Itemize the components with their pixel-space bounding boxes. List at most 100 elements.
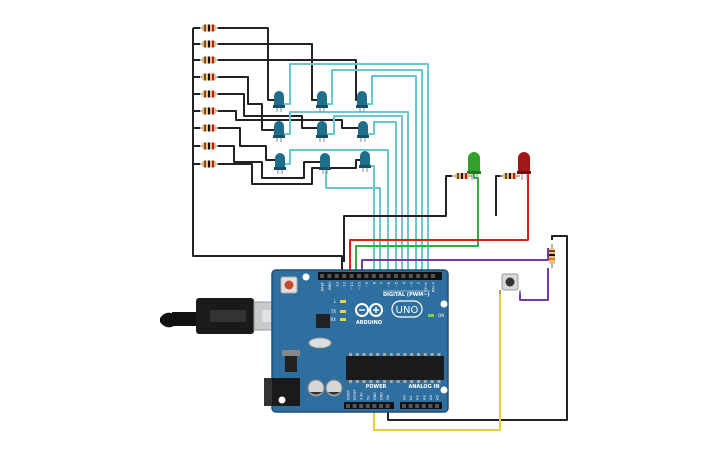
resistor[interactable] bbox=[200, 107, 218, 115]
signal-wire-2[interactable] bbox=[326, 69, 423, 276]
led-wire-7[interactable] bbox=[218, 127, 276, 161]
reset-button[interactable] bbox=[280, 276, 298, 294]
digital-pin[interactable] bbox=[349, 274, 354, 278]
model-label: UNO bbox=[396, 305, 419, 316]
digital-pin[interactable] bbox=[334, 274, 339, 278]
led-wire-1[interactable] bbox=[218, 27, 276, 101]
digital-pin-label: AREF bbox=[321, 282, 325, 291]
digital-pin[interactable] bbox=[386, 274, 391, 278]
resistor[interactable] bbox=[200, 73, 218, 81]
signal-wire-1[interactable] bbox=[282, 63, 429, 276]
ground-wire[interactable] bbox=[192, 28, 343, 276]
power-pin[interactable] bbox=[352, 404, 357, 408]
red-led[interactable] bbox=[517, 152, 531, 180]
power-pin[interactable] bbox=[346, 404, 350, 408]
digital-pin[interactable] bbox=[320, 274, 324, 278]
resistor[interactable] bbox=[200, 24, 218, 32]
button-ground-wire[interactable] bbox=[387, 235, 568, 421]
green-led-ground-wire[interactable] bbox=[343, 175, 452, 262]
arduino-logo: ARDUINO UNO bbox=[355, 300, 423, 326]
green-led-resistor[interactable] bbox=[452, 173, 472, 179]
resistor[interactable] bbox=[200, 124, 218, 132]
digital-pin[interactable] bbox=[394, 274, 398, 278]
led-wire-4[interactable] bbox=[218, 76, 274, 131]
digital-pin[interactable] bbox=[401, 274, 406, 278]
blue-led[interactable] bbox=[319, 153, 331, 174]
led-label-l: L bbox=[334, 299, 337, 304]
digital-pin[interactable] bbox=[379, 274, 384, 278]
digital-pin-label: RX←0 bbox=[432, 281, 436, 292]
power-pin[interactable] bbox=[379, 404, 383, 408]
blue-led[interactable] bbox=[273, 121, 285, 142]
blue-led[interactable] bbox=[274, 153, 286, 174]
pushbutton[interactable] bbox=[499, 273, 521, 294]
resistor-lead-wire[interactable] bbox=[193, 27, 200, 165]
led-wire-5[interactable] bbox=[218, 93, 318, 129]
power-pin[interactable] bbox=[365, 404, 370, 408]
analog-pin[interactable] bbox=[421, 404, 426, 408]
onboard-leds: L TX RX bbox=[330, 299, 346, 322]
button-signal-wire[interactable] bbox=[361, 248, 549, 276]
bottom-pin-sockets[interactable] bbox=[346, 404, 439, 408]
signal-wire-7[interactable] bbox=[282, 149, 389, 276]
signal-wire-4[interactable] bbox=[282, 111, 409, 276]
signal-wire-3[interactable] bbox=[366, 75, 417, 276]
digital-pin[interactable] bbox=[342, 274, 347, 278]
red-led-ground-wire[interactable] bbox=[495, 175, 502, 216]
analog-pin-label: A0 bbox=[403, 395, 407, 400]
power-pin-label: GND bbox=[380, 392, 384, 400]
resistor[interactable] bbox=[200, 160, 218, 168]
led-wire-6[interactable] bbox=[218, 110, 358, 129]
blue-led[interactable] bbox=[359, 151, 371, 172]
digital-pin[interactable] bbox=[357, 274, 361, 278]
digital-pin[interactable] bbox=[371, 274, 376, 278]
resistor[interactable] bbox=[200, 56, 218, 64]
digital-pin[interactable] bbox=[423, 274, 428, 278]
led-wire-9[interactable] bbox=[218, 159, 362, 185]
power-pin[interactable] bbox=[385, 404, 390, 408]
analog-pin[interactable] bbox=[428, 404, 433, 408]
analog-pin[interactable] bbox=[415, 404, 420, 408]
power-pin-label: 5V bbox=[366, 395, 370, 400]
blue-led[interactable] bbox=[357, 121, 369, 142]
power-pin-label: RESET bbox=[353, 388, 357, 400]
resistor[interactable] bbox=[200, 90, 218, 98]
5v-wire[interactable] bbox=[373, 290, 501, 431]
blue-led-grid bbox=[273, 91, 371, 174]
analog-pin[interactable] bbox=[408, 404, 413, 408]
button-pulldown-wire[interactable] bbox=[519, 268, 549, 301]
blue-led[interactable] bbox=[356, 91, 368, 112]
blue-led[interactable] bbox=[316, 121, 328, 142]
resistor[interactable] bbox=[200, 40, 218, 48]
analog-header-label: ANALOG IN bbox=[408, 384, 439, 390]
led-wire-8[interactable] bbox=[218, 145, 320, 179]
atmega-chip bbox=[346, 353, 444, 383]
signal-wire-5[interactable] bbox=[326, 115, 403, 276]
resistor[interactable] bbox=[200, 142, 218, 150]
regulator bbox=[285, 356, 297, 372]
digital-pin[interactable] bbox=[416, 274, 421, 278]
digital-pin[interactable] bbox=[408, 274, 413, 278]
digital-pin[interactable] bbox=[364, 274, 369, 278]
pulldown-resistor[interactable] bbox=[549, 244, 555, 268]
power-pin[interactable] bbox=[359, 404, 364, 408]
analog-pin[interactable] bbox=[402, 404, 406, 408]
red-led-resistor[interactable] bbox=[500, 173, 520, 179]
signal-wire-6[interactable] bbox=[366, 121, 397, 276]
blue-led[interactable] bbox=[273, 91, 285, 112]
digital-pin[interactable] bbox=[327, 274, 332, 278]
signal-wire-8[interactable] bbox=[325, 166, 381, 276]
power-pin[interactable] bbox=[372, 404, 377, 408]
digital-pin-label: ~9 bbox=[365, 281, 369, 287]
digital-header-label: DIGITAL (PWM~) bbox=[383, 292, 430, 298]
blue-led[interactable] bbox=[316, 91, 328, 112]
green-led-wire[interactable] bbox=[355, 172, 479, 276]
analog-pin-label: A5 bbox=[436, 395, 440, 400]
digital-pin-sockets[interactable] bbox=[320, 274, 435, 278]
green-led[interactable] bbox=[467, 152, 481, 180]
digital-pin[interactable] bbox=[431, 274, 435, 278]
led-wire-2[interactable] bbox=[218, 43, 318, 101]
analog-pin[interactable] bbox=[435, 404, 439, 408]
